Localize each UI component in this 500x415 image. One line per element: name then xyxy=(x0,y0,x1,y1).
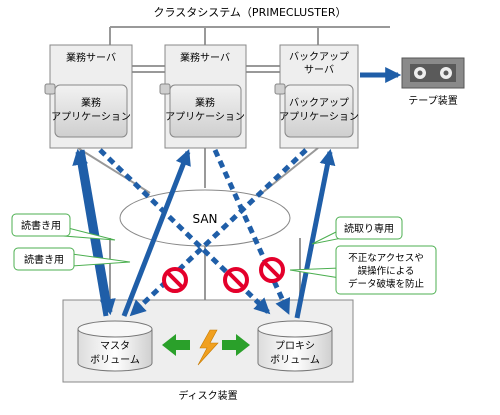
rw-arrow-master-to-server2 xyxy=(121,149,191,317)
prohibit-icon xyxy=(162,267,188,293)
tape-label: テープ装置 xyxy=(408,94,457,107)
callout-protection-line1: 不正なアクセスや xyxy=(348,253,424,264)
callout-read-write-1: 読書き用 xyxy=(11,213,116,241)
master-volume: マスタ ボリューム xyxy=(77,320,153,372)
app-box xyxy=(284,84,354,138)
callout-read-only-text: 読取り専用 xyxy=(344,222,394,235)
san-label: SAN xyxy=(192,212,217,226)
app-label-line2: アプリケーション xyxy=(165,111,245,123)
proxy-volume-label-line2: ボリューム xyxy=(270,354,320,366)
ro-arrow-proxy-to-backup xyxy=(294,148,336,319)
app-label-line2: アプリケーション xyxy=(279,111,359,123)
master-volume-label-line2: ボリューム xyxy=(90,354,140,366)
callout-read-write-2: 読書き用 xyxy=(13,247,131,271)
prohibit-icon xyxy=(259,257,285,283)
backup-server-box: バックアップ サーバ バックアップ アプリケーション xyxy=(274,44,359,149)
server-box-1: 業務サーバ 業務 アプリケーション xyxy=(44,44,133,149)
callout-read-only: 読取り専用 xyxy=(311,216,403,245)
prohibit-icon xyxy=(223,267,249,293)
app-label-line2: アプリケーション xyxy=(51,111,131,123)
callout-protection: 不正なアクセスや 誤操作による データ破壊を防止 xyxy=(289,245,437,295)
sync-arrow-left-icon xyxy=(162,334,190,356)
rw-arrow-server1-to-master xyxy=(79,149,116,316)
blocked-arrow-server2-to-proxy xyxy=(212,148,291,315)
proxy-volume-label-line1: プロキシ xyxy=(275,340,315,352)
server-title: 業務サーバ xyxy=(180,51,230,64)
callout-read-write-1-text: 読書き用 xyxy=(21,219,61,232)
app-label-line1: 業務 xyxy=(195,96,215,109)
server-box-2: 業務サーバ 業務 アプリケーション xyxy=(159,44,247,149)
server-title: 業務サーバ xyxy=(66,51,116,64)
app-label-line1: バックアップ xyxy=(289,97,349,109)
cluster-title: クラスタシステム（PRIMECLUSTER） xyxy=(153,6,346,19)
san-cloud xyxy=(119,189,291,247)
callout-protection-line3: データ破壊を防止 xyxy=(348,278,425,290)
lightning-icon xyxy=(197,329,219,366)
sync-arrow-right-icon xyxy=(222,334,250,356)
app-box xyxy=(169,84,242,138)
master-volume-label-line1: マスタ xyxy=(100,340,130,352)
proxy-volume: プロキシ ボリューム xyxy=(257,320,333,372)
server-title-line2: サーバ xyxy=(304,64,334,76)
server-title-line1: バックアップ xyxy=(289,51,349,63)
callout-read-write-2-text: 読書き用 xyxy=(24,253,64,266)
app-label-line1: 業務 xyxy=(81,96,101,109)
tape-device xyxy=(401,57,465,89)
app-box xyxy=(54,84,128,138)
callout-protection-line2: 誤操作による xyxy=(358,265,415,277)
blocked-arrow-backup-to-master xyxy=(129,148,308,317)
disk-label: ディスク装置 xyxy=(178,389,237,402)
